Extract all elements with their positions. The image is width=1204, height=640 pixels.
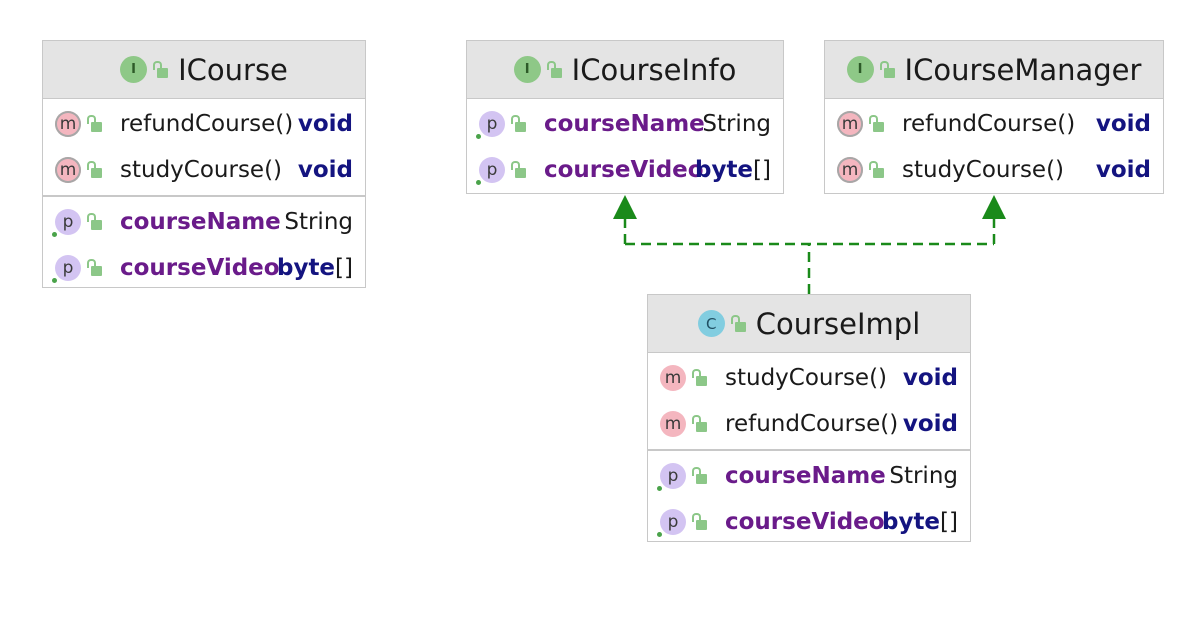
method-name: studyCourse(): [120, 157, 283, 183]
property-type: String: [702, 111, 771, 137]
public-lock-icon: [692, 513, 707, 530]
return-type: void: [902, 411, 958, 437]
properties-section: p courseName String p courseVideo byte[]: [43, 195, 365, 293]
method-icon: m: [660, 411, 686, 437]
methods-section: m studyCourse() void m refundCourse() vo…: [648, 353, 970, 449]
method-row[interactable]: m refundCourse() void: [825, 101, 1163, 147]
box-title: ICourseManager: [904, 52, 1142, 87]
public-lock-icon: [869, 161, 884, 178]
method-icon: m: [837, 157, 863, 183]
public-lock-icon: [87, 161, 102, 178]
public-lock-icon: [87, 259, 102, 276]
class-box-courseimpl[interactable]: C CourseImpl m studyCourse() void m refu…: [647, 294, 971, 542]
property-icon: p: [52, 255, 81, 283]
property-type: byte[]: [694, 157, 771, 183]
property-row[interactable]: p courseVideo byte[]: [648, 499, 970, 545]
public-lock-icon: [546, 60, 562, 78]
property-row[interactable]: p courseVideo byte[]: [467, 147, 783, 193]
property-row[interactable]: p courseName String: [467, 101, 783, 147]
public-lock-icon: [153, 60, 169, 78]
property-icon: p: [476, 111, 505, 139]
public-lock-icon: [879, 60, 895, 78]
class-icon: C: [697, 310, 725, 337]
public-lock-icon: [869, 115, 884, 132]
property-type: byte[]: [276, 255, 353, 281]
box-title: ICourse: [178, 52, 288, 87]
box-title: CourseImpl: [755, 306, 921, 341]
class-box-icourseinfo[interactable]: I ICourseInfo p courseName String p cour…: [466, 40, 784, 194]
property-row[interactable]: p courseName String: [648, 453, 970, 499]
property-row[interactable]: p courseName String: [43, 199, 365, 245]
property-row[interactable]: p courseVideo byte[]: [43, 245, 365, 291]
return-type: void: [1095, 111, 1151, 137]
property-icon: p: [52, 209, 81, 237]
public-lock-icon: [511, 161, 526, 178]
box-header: C CourseImpl: [648, 295, 970, 353]
method-name: refundCourse(): [120, 111, 294, 137]
properties-section: p courseName String p courseVideo byte[]: [467, 99, 783, 195]
class-box-icourse[interactable]: I ICourse m refundCourse() void m studyC…: [42, 40, 366, 288]
methods-section: m refundCourse() void m studyCourse() vo…: [43, 99, 365, 195]
method-row[interactable]: m studyCourse() void: [648, 355, 970, 401]
public-lock-icon: [511, 115, 526, 132]
interface-icon: I: [513, 56, 541, 83]
method-icon: m: [837, 111, 863, 137]
methods-section: m refundCourse() void m studyCourse() vo…: [825, 99, 1163, 195]
property-name: courseVideo: [544, 157, 704, 183]
public-lock-icon: [87, 213, 102, 230]
public-lock-icon: [692, 415, 707, 432]
box-header: I ICourseInfo: [467, 41, 783, 99]
box-header: I ICourseManager: [825, 41, 1163, 99]
method-row[interactable]: m studyCourse() void: [43, 147, 365, 193]
interface-icon: I: [120, 56, 148, 83]
public-lock-icon: [692, 369, 707, 386]
interface-icon: I: [846, 56, 874, 83]
public-lock-icon: [87, 115, 102, 132]
return-type: void: [297, 157, 353, 183]
method-name: refundCourse(): [725, 411, 899, 437]
method-row[interactable]: m refundCourse() void: [43, 101, 365, 147]
box-title: ICourseInfo: [571, 52, 737, 87]
property-name: courseName: [725, 463, 886, 489]
method-icon: m: [55, 111, 81, 137]
method-row[interactable]: m refundCourse() void: [648, 401, 970, 447]
property-name: courseVideo: [725, 509, 885, 535]
property-icon: p: [476, 157, 505, 185]
return-type: void: [297, 111, 353, 137]
method-name: refundCourse(): [902, 111, 1076, 137]
box-header: I ICourse: [43, 41, 365, 99]
public-lock-icon: [692, 467, 707, 484]
property-name: courseName: [544, 111, 705, 137]
property-type: String: [284, 209, 353, 235]
public-lock-icon: [730, 314, 746, 332]
property-name: courseVideo: [120, 255, 280, 281]
class-box-icoursemanager[interactable]: I ICourseManager m refundCourse() void m…: [824, 40, 1164, 194]
method-icon: m: [55, 157, 81, 183]
property-name: courseName: [120, 209, 281, 235]
method-name: studyCourse(): [902, 157, 1065, 183]
property-type: String: [889, 463, 958, 489]
arrowhead-icoursemanager: [982, 195, 1006, 219]
method-row[interactable]: m studyCourse() void: [825, 147, 1163, 193]
properties-section: p courseName String p courseVideo byte[]: [648, 449, 970, 547]
method-name: studyCourse(): [725, 365, 888, 391]
property-icon: p: [657, 509, 686, 537]
return-type: void: [1095, 157, 1151, 183]
method-icon: m: [660, 365, 686, 391]
arrowhead-icourseinfo: [613, 195, 637, 219]
property-type: byte[]: [881, 509, 958, 535]
return-type: void: [902, 365, 958, 391]
property-icon: p: [657, 463, 686, 491]
